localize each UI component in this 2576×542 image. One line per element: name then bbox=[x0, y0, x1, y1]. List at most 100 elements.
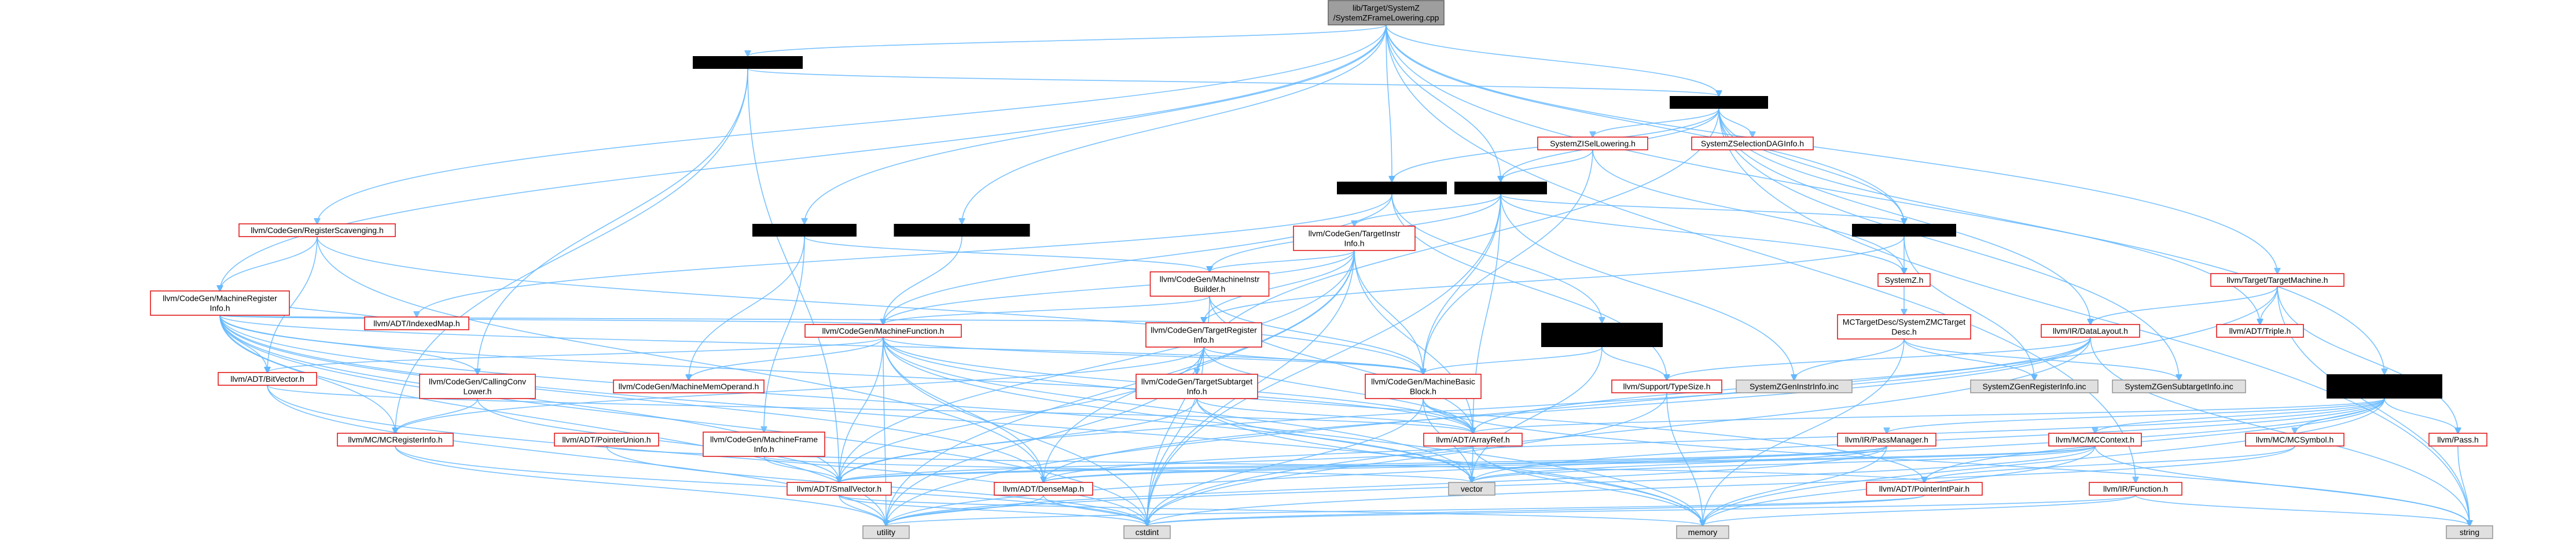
edge-root-to-tm bbox=[1386, 24, 2277, 274]
node-mcri[interactable]: llvm/MC/MCRegisterInfo.h bbox=[337, 433, 454, 447]
edge-passmgr-to-vector bbox=[1472, 445, 1887, 482]
node-mf[interactable]: llvm/CodeGen/MachineFunction.h bbox=[804, 324, 962, 338]
node-label: llvm/ADT/SmallVector.h bbox=[797, 484, 881, 493]
node-irfunc[interactable]: llvm/IR/Function.h bbox=[2089, 482, 2182, 496]
node-box bbox=[1541, 323, 1663, 347]
edge-root-to-cc bbox=[748, 24, 1387, 56]
node-label: llvm/IR/DataLayout.h bbox=[2053, 326, 2128, 335]
node-label: Desc.h bbox=[1891, 327, 1917, 337]
edge-smallvec-to-cstdint bbox=[839, 495, 1147, 526]
node-framelow[interactable]: SystemZFrameLowering.h bbox=[1337, 182, 1447, 194]
node-subtarget[interactable]: SystemZSubtarget.h bbox=[1670, 96, 1768, 109]
node-ptrunion[interactable]: llvm/ADT/PointerUnion.h bbox=[554, 433, 659, 447]
node-passmgr[interactable]: llvm/IR/PassManager.h bbox=[1837, 433, 1936, 447]
node-regscav[interactable]: llvm/CodeGen/RegisterScavenging.h bbox=[238, 223, 396, 237]
edge-mf-to-mbb bbox=[883, 337, 1423, 374]
node-box bbox=[1877, 273, 1931, 287]
edge-mcdesc-to-gensi bbox=[1903, 338, 2179, 380]
edge-smallvec-to-utility bbox=[839, 495, 886, 526]
edge-instrinfo-to-tii bbox=[1354, 194, 1501, 226]
node-box bbox=[804, 324, 962, 338]
edge-bitvector-to-arrayref bbox=[267, 385, 1473, 433]
node-box bbox=[1970, 379, 2099, 393]
node-datalayout[interactable]: llvm/IR/DataLayout.h bbox=[2041, 324, 2140, 338]
edge-tfl-to-vector bbox=[1472, 346, 1603, 482]
edge-datalayout-to-cstdint bbox=[1147, 337, 2091, 526]
node-typesize[interactable]: llvm/Support/TypeSize.h bbox=[1611, 379, 1722, 393]
node-mmo[interactable]: llvm/CodeGen/MachineMemOperand.h bbox=[613, 379, 765, 393]
node-label: Info.h bbox=[754, 445, 774, 454]
node-seldag[interactable]: SystemZSelectionDAGInfo.h bbox=[1691, 137, 1814, 150]
node-box bbox=[218, 372, 317, 386]
node-cc[interactable]: SystemZCallingConv.h bbox=[693, 56, 803, 69]
node-mfi[interactable]: SystemZMachineFunctionInfo.h bbox=[894, 224, 1030, 237]
node-mcctx[interactable]: llvm/MC/MCContext.h bbox=[2048, 433, 2142, 447]
node-instrbuilder[interactable]: SystemZInstrBuilder.h bbox=[752, 224, 857, 237]
edge-mri-to-utility bbox=[219, 315, 886, 526]
node-densemap[interactable]: llvm/ADT/DenseMap.h bbox=[994, 482, 1093, 496]
node-label: string bbox=[2460, 528, 2479, 537]
edge-tri-to-mcri bbox=[395, 346, 1204, 433]
node-isel[interactable]: SystemZISelLowering.h bbox=[1537, 137, 1648, 150]
edge-isel-to-instrinfo bbox=[1501, 149, 1593, 182]
edge-tsi-to-memory bbox=[1196, 398, 1703, 526]
edge-mf-to-mmo bbox=[689, 337, 884, 380]
node-tm[interactable]: llvm/Target/TargetMachine.h bbox=[2210, 273, 2345, 287]
node-label: Info.h bbox=[1344, 239, 1364, 248]
node-ptrintpair[interactable]: llvm/ADT/PointerIntPair.h bbox=[1866, 482, 1983, 496]
edge-tsi-to-arrayref bbox=[1196, 398, 1473, 433]
edge-tm-to-triple bbox=[2260, 286, 2278, 325]
node-label: Info.h bbox=[2374, 387, 2394, 396]
edge-mib-to-mf bbox=[883, 296, 1210, 325]
node-indexedmap[interactable]: llvm/ADT/IndexedMap.h bbox=[364, 316, 469, 330]
node-reginfo[interactable]: SystemZRegisterInfo.h bbox=[1852, 224, 1956, 237]
edge-ptrintpair-to-utility bbox=[886, 495, 1925, 526]
node-instrinfo[interactable]: SystemZInstrInfo.h bbox=[1454, 182, 1547, 194]
node-box bbox=[238, 223, 396, 237]
node-label: Info.h bbox=[1186, 387, 1207, 396]
node-box bbox=[1423, 433, 1523, 447]
node-pass[interactable]: llvm/Pass.h bbox=[2428, 433, 2487, 447]
node-label: SystemZCallingConv.h bbox=[707, 58, 788, 67]
edge-mbb-to-cstdint bbox=[1147, 398, 1424, 526]
node-label: llvm/Pass.h bbox=[2437, 435, 2479, 444]
node-box bbox=[1670, 96, 1768, 109]
edge-tri-to-mbb bbox=[1203, 346, 1423, 374]
edge-mf-to-cstdint bbox=[883, 337, 1147, 526]
node-box bbox=[1866, 482, 1983, 496]
node-label: Info.h bbox=[1193, 335, 1214, 345]
node-smallvec[interactable]: llvm/ADT/SmallVector.h bbox=[787, 482, 892, 496]
node-triple[interactable]: llvm/ADT/Triple.h bbox=[2216, 324, 2304, 338]
edge-subtarget-to-reginfo bbox=[1718, 108, 1904, 224]
edge-subtarget-to-string bbox=[1718, 108, 2470, 526]
edge-arrayref-to-memory bbox=[1472, 445, 1703, 526]
node-arrayref[interactable]: llvm/ADT/ArrayRef.h bbox=[1423, 433, 1523, 447]
edge-root-to-framelow bbox=[1386, 24, 1392, 182]
edge-tii-to-tri bbox=[1204, 250, 1355, 323]
node-box bbox=[1676, 525, 1729, 539]
edge-mcri-to-utility bbox=[395, 445, 886, 526]
node-mcsym[interactable]: llvm/MC/MCSymbol.h bbox=[2245, 433, 2345, 447]
nodes-layer: lib/Target/SystemZ/SystemZFrameLowering.… bbox=[150, 0, 2493, 539]
edge-mmi-to-passmgr bbox=[1887, 398, 2385, 433]
node-sysz[interactable]: SystemZ.h bbox=[1877, 273, 1931, 287]
node-bitvector[interactable]: llvm/ADT/BitVector.h bbox=[218, 372, 317, 386]
node-label: lib/Target/SystemZ bbox=[1353, 3, 1420, 13]
edge-passmgr-to-smallvec bbox=[839, 445, 1887, 482]
node-box bbox=[419, 374, 536, 399]
node-box bbox=[1293, 226, 1416, 251]
node-label: SystemZGenSubtargetInfo.inc bbox=[2125, 382, 2233, 391]
